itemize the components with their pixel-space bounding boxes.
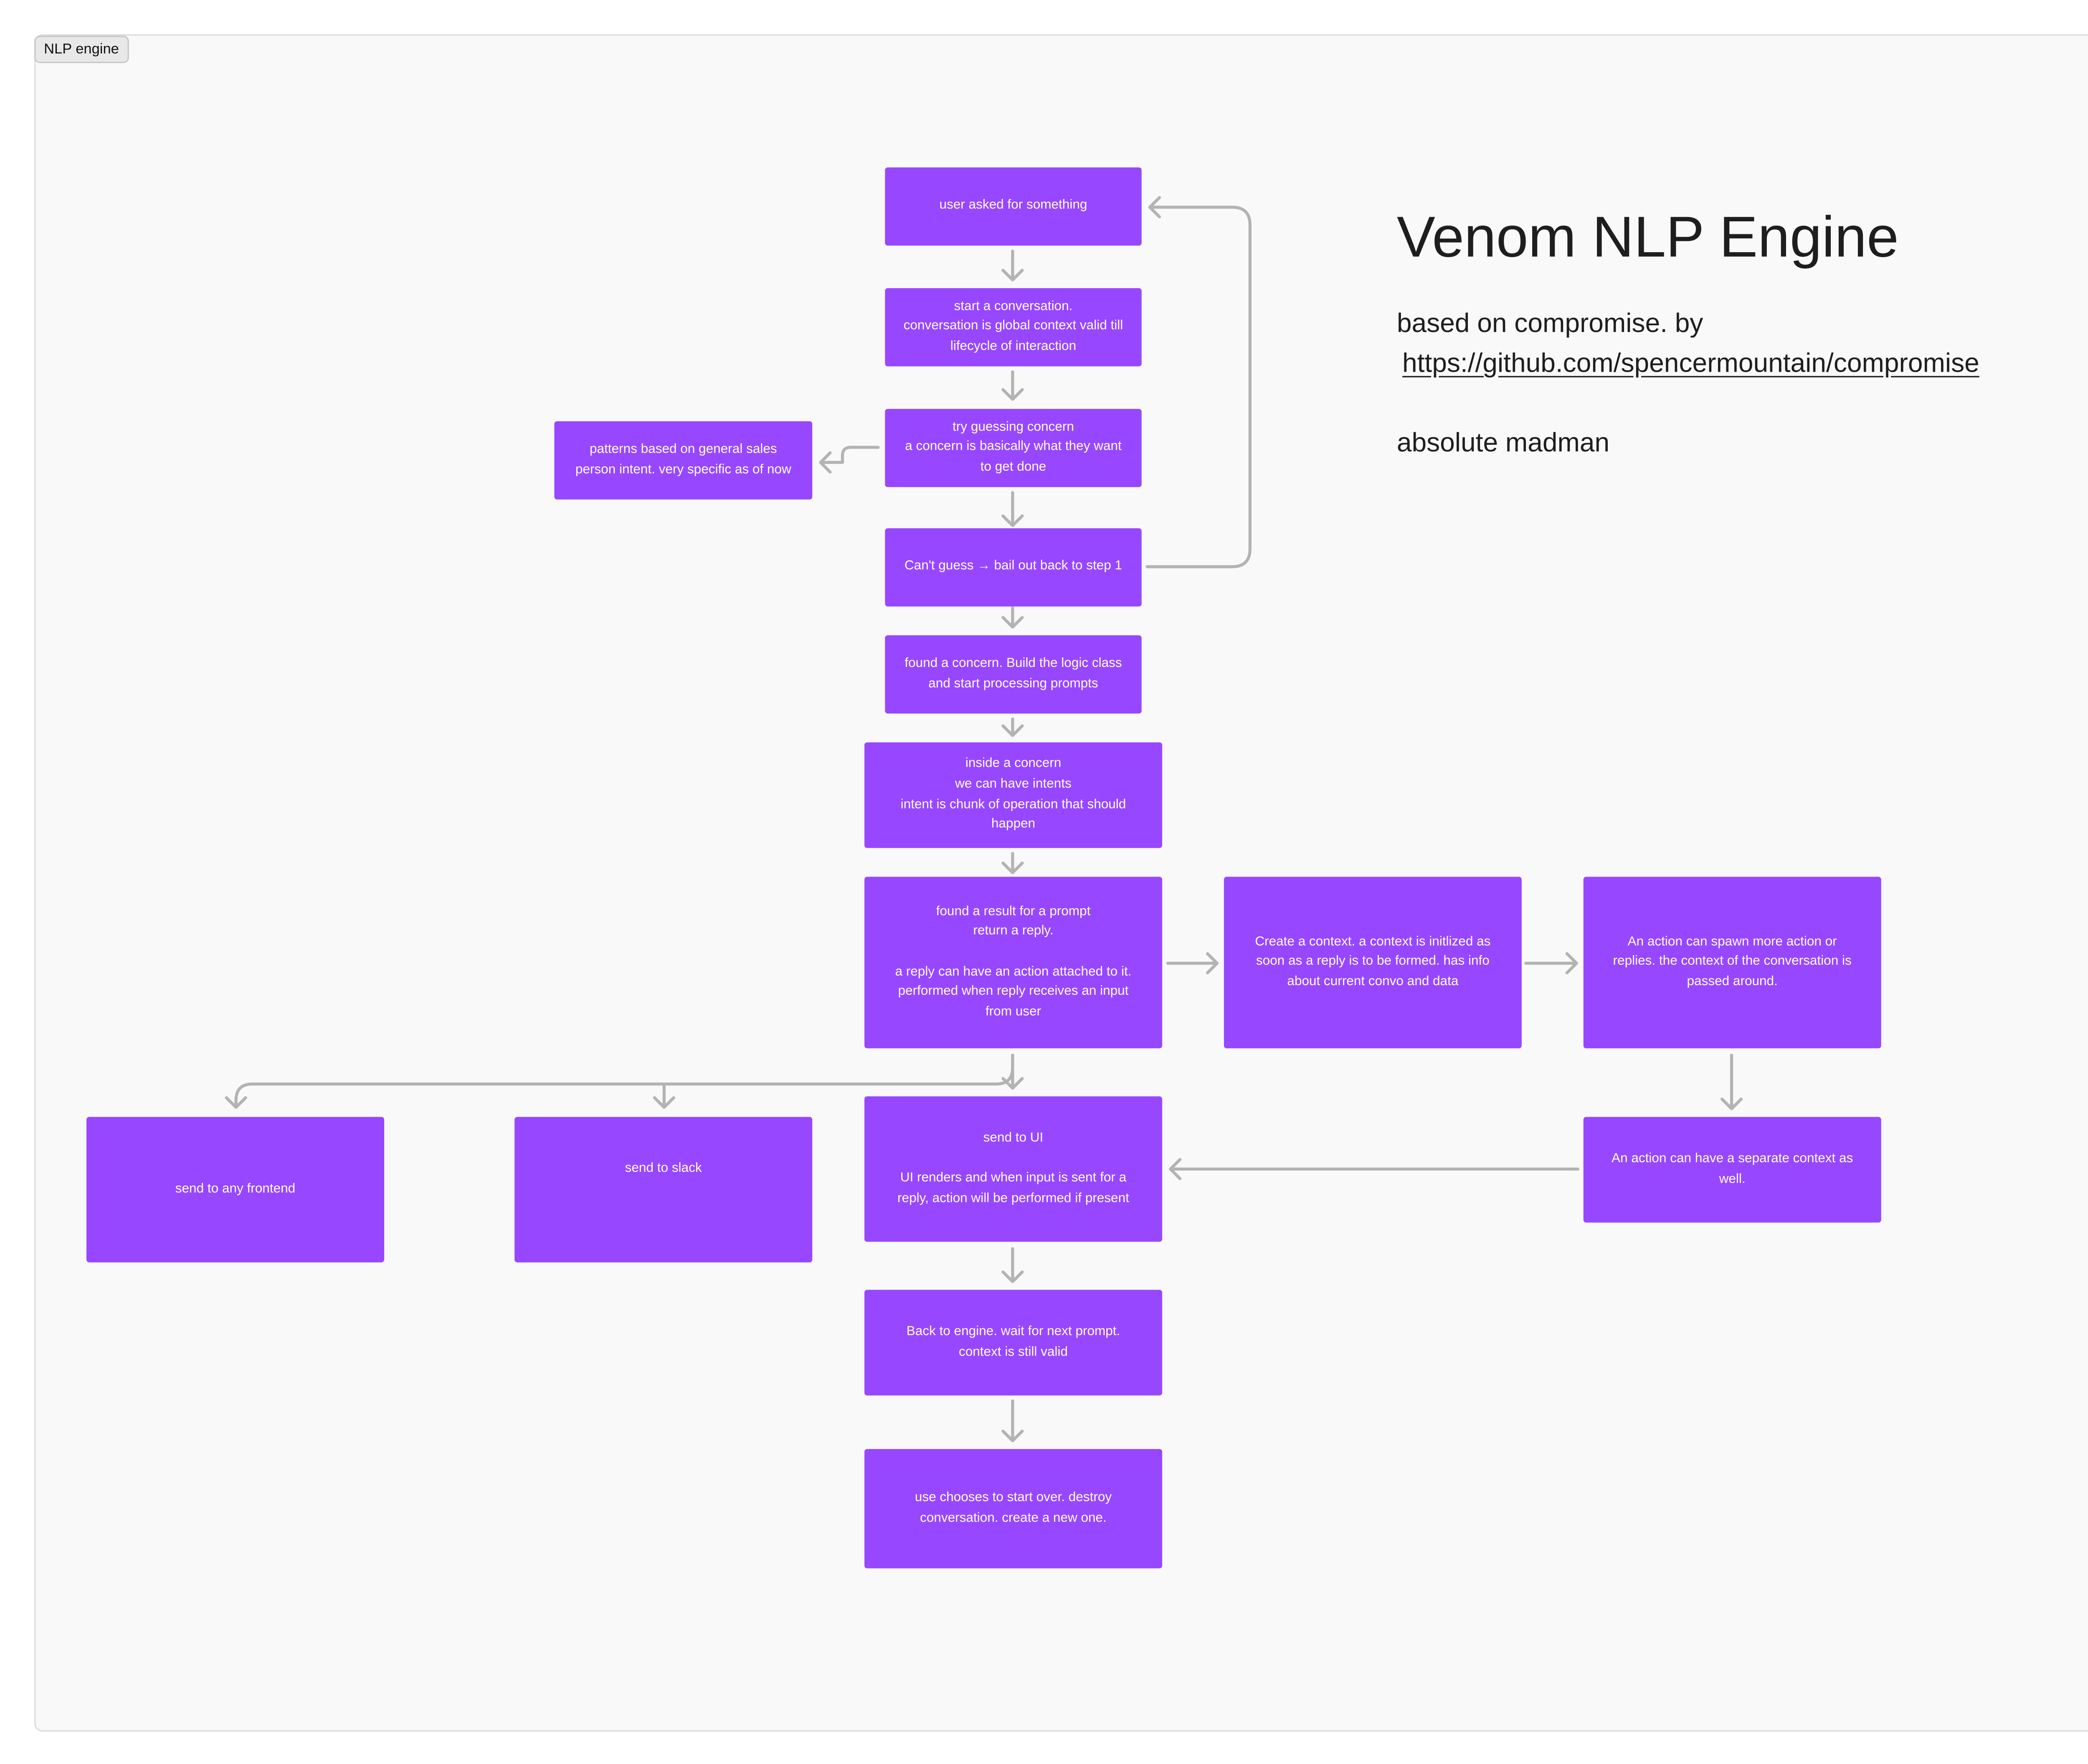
compromise-link[interactable]: https://github.com/spencermountain/compr… xyxy=(1402,348,1979,379)
node-user-asked[interactable]: user asked for something xyxy=(885,167,1142,246)
node-back-to-engine[interactable]: Back to engine. wait for next prompt. co… xyxy=(864,1290,1162,1396)
node-guess-concern[interactable]: try guessing concern a concern is basica… xyxy=(885,409,1142,487)
node-found-concern[interactable]: found a concern. Build the logic class a… xyxy=(885,635,1142,714)
node-patterns[interactable]: patterns based on general sales person i… xyxy=(554,421,813,499)
page-note: absolute madman xyxy=(1396,428,1610,459)
frame-label[interactable]: NLP engine xyxy=(34,35,129,63)
node-start-over[interactable]: use chooses to start over. destroy conve… xyxy=(864,1449,1162,1569)
node-action-spawn[interactable]: An action can spawn more action or repli… xyxy=(1583,877,1881,1049)
node-found-result[interactable]: found a result for a prompt return a rep… xyxy=(864,877,1162,1049)
node-cant-guess[interactable]: Can't guess → bail out back to step 1 xyxy=(885,528,1142,607)
node-separate-context[interactable]: An action can have a separate context as… xyxy=(1583,1117,1881,1223)
node-send-frontend[interactable]: send to any frontend xyxy=(86,1117,384,1262)
node-send-slack[interactable]: send to slack xyxy=(514,1117,813,1262)
node-start-conversation[interactable]: start a conversation. conversation is gl… xyxy=(885,288,1142,367)
node-send-ui[interactable]: send to UI UI renders and when input is … xyxy=(864,1096,1162,1242)
page-title: Venom NLP Engine xyxy=(1396,204,1899,269)
node-inside-concern[interactable]: inside a concern we can have intents int… xyxy=(864,742,1162,848)
page-subtitle: based on compromise. by xyxy=(1396,309,1703,339)
node-create-context[interactable]: Create a context. a context is initlized… xyxy=(1224,877,1522,1049)
